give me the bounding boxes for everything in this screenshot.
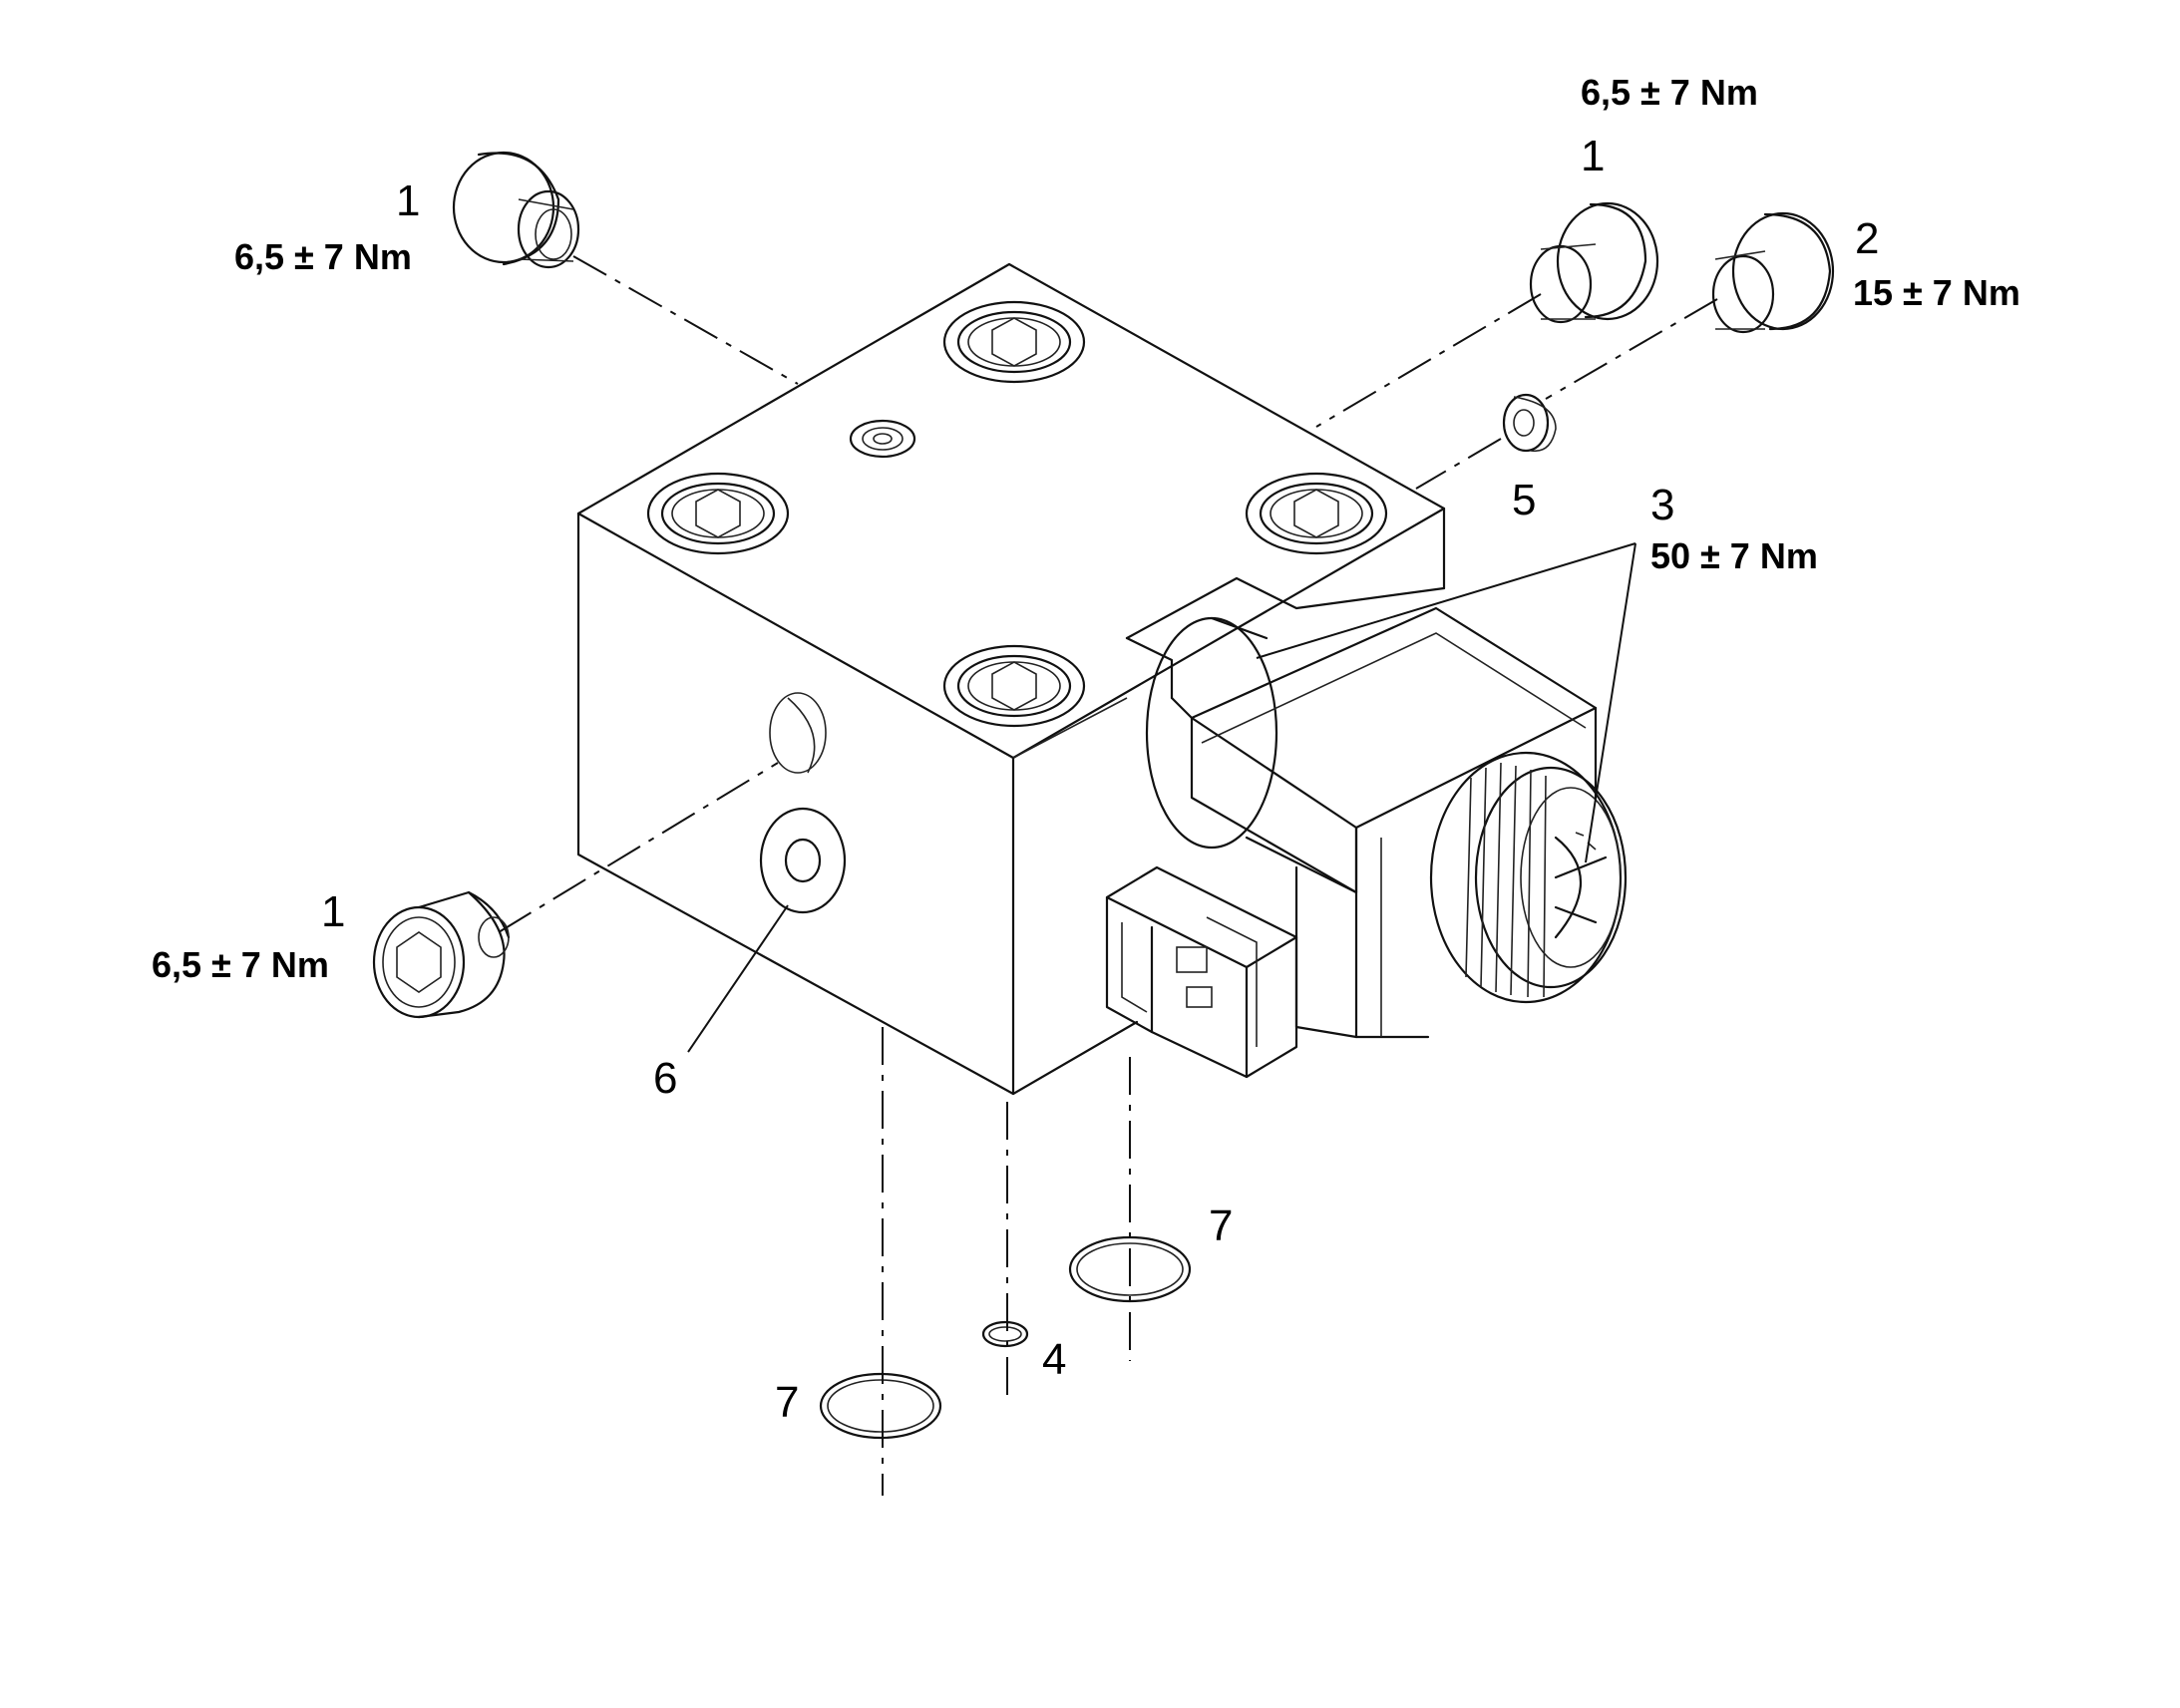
torque-label-plug-1-top-right: 6,5 ± 7 Nm [1581, 72, 1758, 113]
torque-label-plug-2: 15 ± 7 Nm [1853, 272, 2020, 313]
assembly-axis-lines [498, 255, 1718, 1496]
callout-number-o-ring-7-left: 7 [775, 1378, 800, 1427]
torque-label-solenoid-3: 50 ± 7 Nm [1650, 535, 1818, 576]
callout-number-washer-6: 6 [653, 1054, 678, 1103]
callout-number-washer-5: 5 [1512, 476, 1537, 524]
callout-number-plug-1-mid-left: 1 [321, 887, 346, 936]
top-face-plugs [646, 300, 1388, 728]
plug-2 [1711, 211, 1835, 334]
torque-label-plug-1-mid-left: 6,5 ± 7 Nm [152, 944, 329, 985]
callout-number-o-ring-7-right: 7 [1209, 1201, 1234, 1250]
callout-number-solenoid-3: 3 [1650, 481, 1675, 529]
callout-number-o-ring-4: 4 [1042, 1335, 1067, 1384]
plug-1-top-right [1529, 201, 1659, 324]
valve-block [576, 262, 1446, 1096]
o-ring-7-left [819, 1372, 942, 1440]
callout-number-plug-1-top-left: 1 [396, 176, 421, 225]
washer-6 [759, 807, 847, 914]
leader-lines [687, 542, 1636, 1053]
washer-5 [1502, 393, 1557, 453]
plug-1-top-left [452, 151, 580, 269]
o-ring-4 [981, 1320, 1029, 1348]
knurled-nut [1429, 751, 1628, 1004]
callout-number-plug-2: 2 [1855, 214, 1880, 263]
torque-label-plug-1-top-left: 6,5 ± 7 Nm [234, 236, 412, 277]
callout-number-plug-1-top-right: 1 [1581, 132, 1606, 180]
solenoid-coil [1105, 606, 1598, 1079]
plug-1-mid-left [372, 890, 511, 1019]
